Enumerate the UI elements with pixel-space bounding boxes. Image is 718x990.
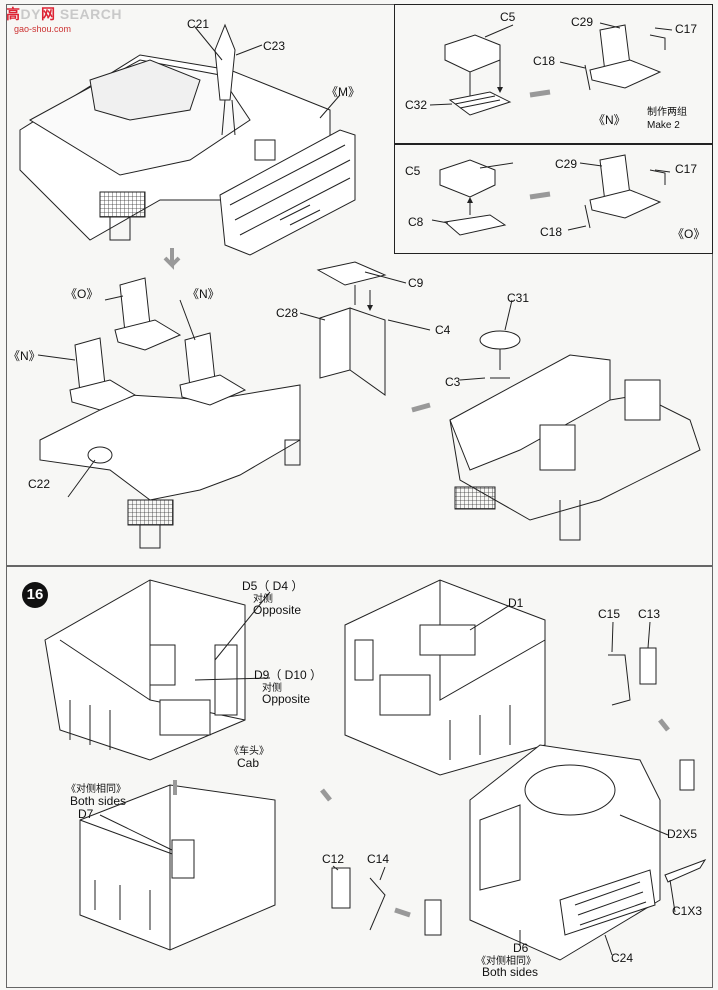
sub-assembly-m-label: 《M》 (326, 85, 360, 99)
cab-inner-left-drawing (44, 579, 246, 761)
dashboard-drawing (449, 330, 701, 541)
part-c29-label: C29 (571, 15, 594, 29)
seat-o-drawing (439, 154, 666, 236)
both-sides-2-en: Both sides (482, 965, 539, 979)
watermark-url: gao-shou.com (14, 24, 72, 34)
seat-n-position-label: 《N》 (187, 287, 220, 301)
sub-assembly-o-label: 《O》 (672, 227, 706, 241)
console-box-drawing (316, 261, 387, 396)
part-d9-opposite-en: Opposite (262, 692, 311, 706)
part-c4-label: C4 (435, 323, 451, 337)
part-c23-label: C23 (263, 39, 286, 53)
part-c31-label: C31 (507, 291, 530, 305)
chassis-floor-drawing (19, 23, 331, 241)
part-d9-label: D9（ D10 ） (254, 668, 323, 682)
part-d2-label: D2X5 (667, 827, 698, 841)
part-c18-label: C18 (533, 54, 556, 68)
part-d5-label: D5（ D4 ） (242, 579, 304, 593)
seat-o-position-label: 《O》 (65, 287, 99, 301)
step-number-badge: 16 (22, 582, 48, 608)
both-sides-cn: 《对侧相同》 (66, 784, 126, 795)
watermark: 高DY网 SEARCH (6, 6, 122, 22)
seat-n-position-label-2: 《N》 (8, 349, 41, 363)
cab-label-cn: 《车头》 (229, 746, 269, 757)
part-c9-label: C9 (408, 276, 424, 290)
floor-with-seats-drawing (39, 277, 301, 549)
make-count-en: Make 2 (647, 120, 680, 131)
part-c29b-label: C29 (555, 157, 578, 171)
top-frame (6, 4, 713, 566)
part-c22-label: C22 (28, 477, 51, 491)
both-sides-en: Both sides (70, 794, 127, 808)
part-c21-label: C21 (187, 17, 210, 31)
cab-shell-left-drawing (79, 784, 276, 951)
part-c13-label: C13 (638, 607, 661, 621)
seat-n-drawing (444, 24, 666, 116)
cab-exterior-drawing (469, 744, 661, 961)
mirror-parts-drawing (331, 647, 707, 936)
cab-inner-right-drawing (344, 579, 546, 776)
part-c5b-label: C5 (405, 164, 421, 178)
part-c1-label: C1X3 (672, 904, 703, 918)
part-c18b-label: C18 (540, 225, 563, 239)
bottom-frame (6, 566, 713, 988)
part-d1-label: D1 (508, 596, 524, 610)
part-c32-label: C32 (405, 98, 428, 112)
part-c24-label: C24 (611, 951, 634, 965)
seat-o-panel (394, 144, 713, 254)
part-c15-label: C15 (598, 607, 621, 621)
part-d6-label: D6 (513, 941, 529, 955)
part-c12-label: C12 (322, 852, 345, 866)
both-sides-2-cn: 《对侧相同》 (476, 956, 536, 967)
part-c17b-label: C17 (675, 162, 698, 176)
sub-assembly-n-label: 《N》 (593, 113, 626, 127)
part-c5-label: C5 (500, 10, 516, 24)
part-c3-label: C3 (445, 375, 461, 389)
make-count-cn: 制作两组 (647, 107, 687, 118)
cab-label-en: Cab (237, 756, 260, 770)
part-c28-label: C28 (276, 306, 299, 320)
bumper-m-drawing (219, 129, 356, 256)
part-c17-label: C17 (675, 22, 698, 36)
seat-n-panel (394, 4, 713, 144)
part-c8-label: C8 (408, 215, 424, 229)
part-d5-opposite-en: Opposite (253, 603, 302, 617)
part-c14-label: C14 (367, 852, 390, 866)
part-d5-opposite-cn: 对侧 (253, 594, 273, 605)
part-d7-label: D7 (78, 807, 94, 821)
part-d9-opposite-cn: 对侧 (262, 683, 282, 694)
